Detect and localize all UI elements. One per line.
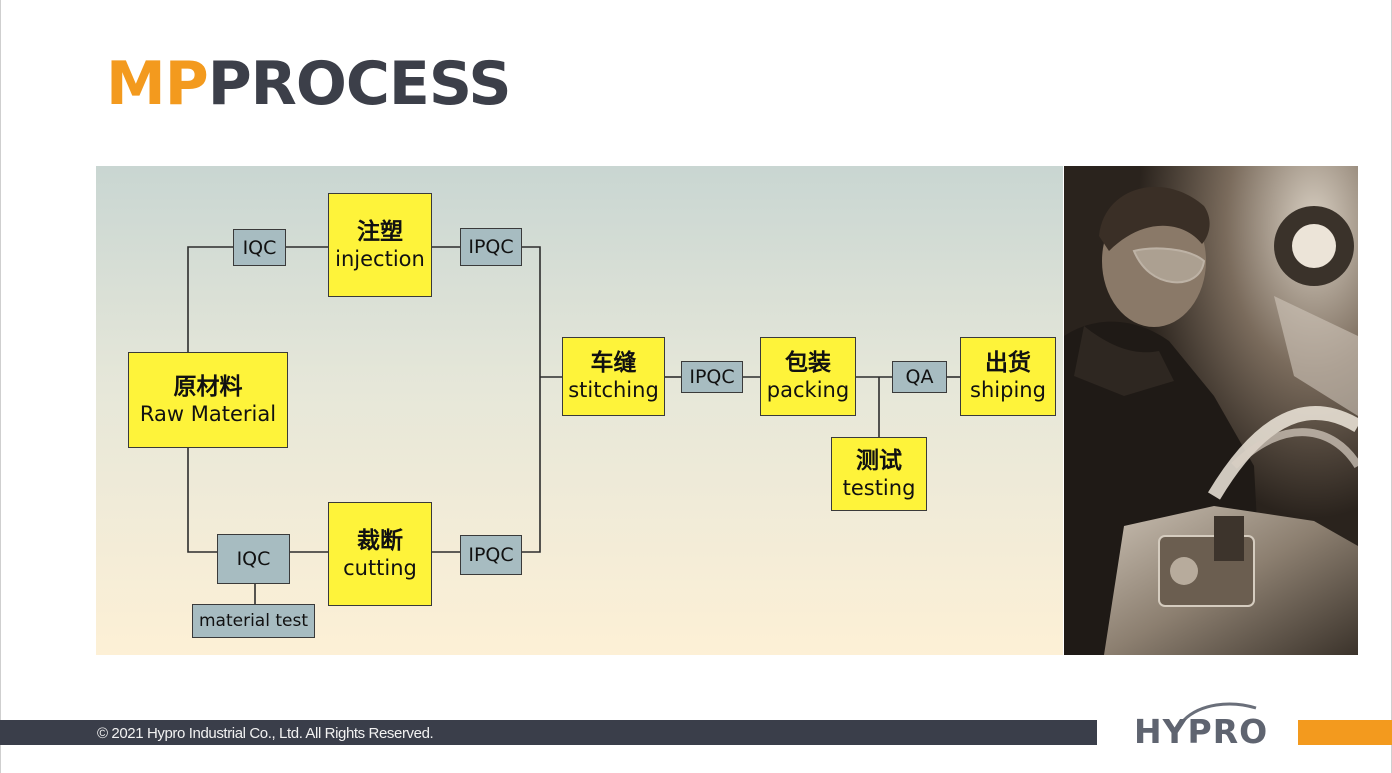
connector-lines: [187, 246, 960, 604]
stitching-en: stitching: [568, 378, 659, 402]
testing-box: 测试 testing: [831, 437, 927, 511]
logo-swoosh-icon: [1182, 702, 1257, 722]
stitching-zh: 车缝: [590, 350, 637, 376]
process-flow-diagram: 原材料 Raw Material IQC IQC material test 注…: [96, 166, 1063, 655]
title-process: PROCESS: [207, 49, 512, 119]
cutting-box: 裁断 cutting: [328, 502, 432, 606]
ipqc-bottom-box: IPQC: [460, 535, 522, 575]
packing-box: 包装 packing: [760, 337, 856, 416]
worker-photo: [1064, 166, 1358, 655]
packing-zh: 包装: [785, 350, 831, 376]
stitching-box: 车缝 stitching: [562, 337, 665, 416]
ipqc-mid-label: IPQC: [689, 366, 735, 388]
ipqc-top-box: IPQC: [460, 228, 522, 266]
testing-zh: 测试: [856, 447, 902, 474]
shiping-en: shiping: [970, 378, 1046, 402]
iqc-top-box: IQC: [233, 229, 286, 266]
shiping-box: 出货 shiping: [960, 337, 1056, 416]
injection-en: injection: [335, 246, 425, 271]
injection-zh: 注塑: [357, 218, 403, 245]
iqc-bottom-box: IQC: [217, 534, 290, 584]
packing-en: packing: [766, 378, 850, 402]
cutting-zh: 裁断: [357, 527, 403, 554]
ipqc-bottom-label: IPQC: [468, 544, 514, 566]
page-title: MPPROCESS: [106, 48, 512, 120]
cutting-en: cutting: [343, 555, 417, 580]
footer-bar: [0, 720, 1097, 745]
frame-line-left: [0, 0, 1, 773]
raw-material-zh: 原材料: [173, 373, 243, 400]
material-test-label: material test: [198, 611, 308, 631]
iqc-top-label: IQC: [242, 236, 277, 259]
ipqc-top-label: IPQC: [468, 236, 514, 258]
qa-box: QA: [892, 361, 947, 393]
injection-box: 注塑 injection: [328, 193, 432, 297]
raw-material-en: Raw Material: [139, 401, 277, 426]
copyright-text: © 2021 Hypro Industrial Co., Ltd. All Ri…: [97, 725, 434, 742]
worker-photo-illustration: [1064, 166, 1358, 655]
testing-en: testing: [842, 475, 916, 500]
raw-material-box: 原材料 Raw Material: [128, 352, 288, 448]
hypro-logo: HYPRO: [1134, 712, 1269, 751]
ipqc-mid-box: IPQC: [681, 361, 743, 393]
iqc-bottom-label: IQC: [236, 548, 271, 570]
qa-label: QA: [905, 366, 934, 388]
material-test-box: material test: [192, 604, 315, 638]
footer-accent: [1298, 720, 1392, 745]
title-mp: MP: [106, 49, 209, 119]
shiping-zh: 出货: [985, 350, 1031, 376]
